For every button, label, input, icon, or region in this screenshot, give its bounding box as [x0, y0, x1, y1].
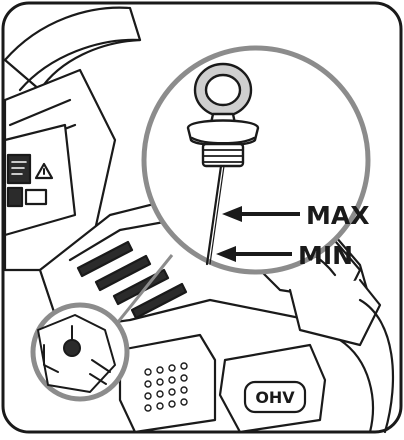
max-label: MAX	[306, 201, 370, 230]
decal-box	[6, 153, 32, 185]
location-callout	[30, 302, 130, 402]
rocker-cover	[218, 343, 327, 434]
mower-engine	[3, 6, 394, 434]
callout-connector	[116, 254, 174, 323]
warning-icon	[34, 162, 54, 180]
min-label: MIN	[298, 241, 353, 270]
ohv-badge-text: OHV	[255, 388, 295, 407]
arrow-left-icon	[222, 206, 300, 222]
arrow-left-icon	[216, 246, 292, 262]
ohv-badge	[243, 380, 307, 414]
muffler-grille	[144, 362, 188, 412]
dipstick-icon	[186, 62, 260, 266]
control-console	[3, 123, 77, 237]
muffler	[118, 333, 217, 434]
handle-bar	[3, 6, 142, 92]
dipstick-callout: MAX MIN	[141, 45, 371, 275]
dipstick-cap-small	[63, 339, 81, 357]
